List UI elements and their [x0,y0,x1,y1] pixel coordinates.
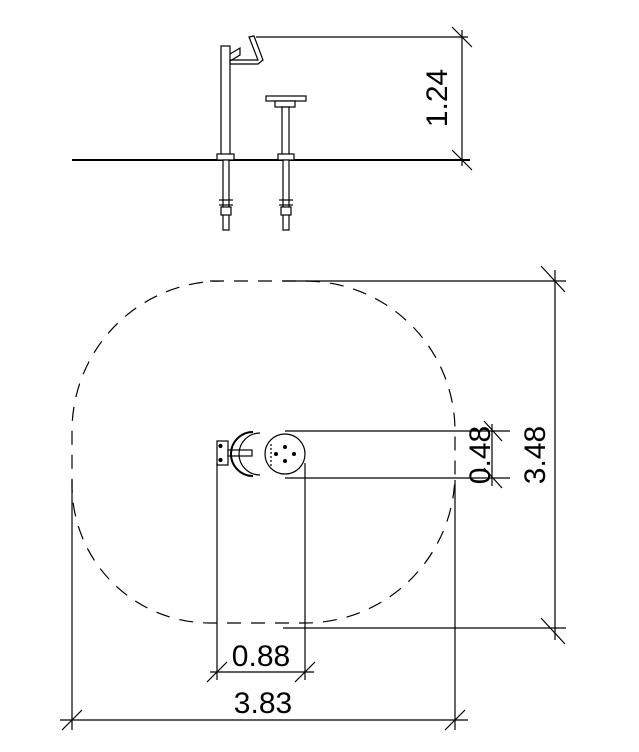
handle-post [216,35,264,231]
plan-view: 0.48 3.48 0.88 3.83 [60,265,566,731]
overall-width-label: 3.83 [234,687,292,720]
height-dimension-label: 1.24 [421,69,454,127]
seat-diameter-dimension: 0.48 [285,420,510,489]
seat-plan [264,433,306,475]
safety-zone-outline [71,280,456,624]
height-dimension: 1.24 [256,26,473,171]
handle-plan [216,431,261,477]
overall-depth-label: 3.48 [519,426,552,484]
seat-diameter-label: 0.48 [464,426,497,484]
seat-post [265,95,307,231]
equipment-width-dimension: 0.88 [206,463,316,683]
overall-depth-dimension: 3.48 [283,265,566,645]
equipment-width-label: 0.88 [232,640,290,673]
overall-width-dimension: 3.83 [60,480,468,731]
elevation-view: 1.24 [72,26,473,231]
